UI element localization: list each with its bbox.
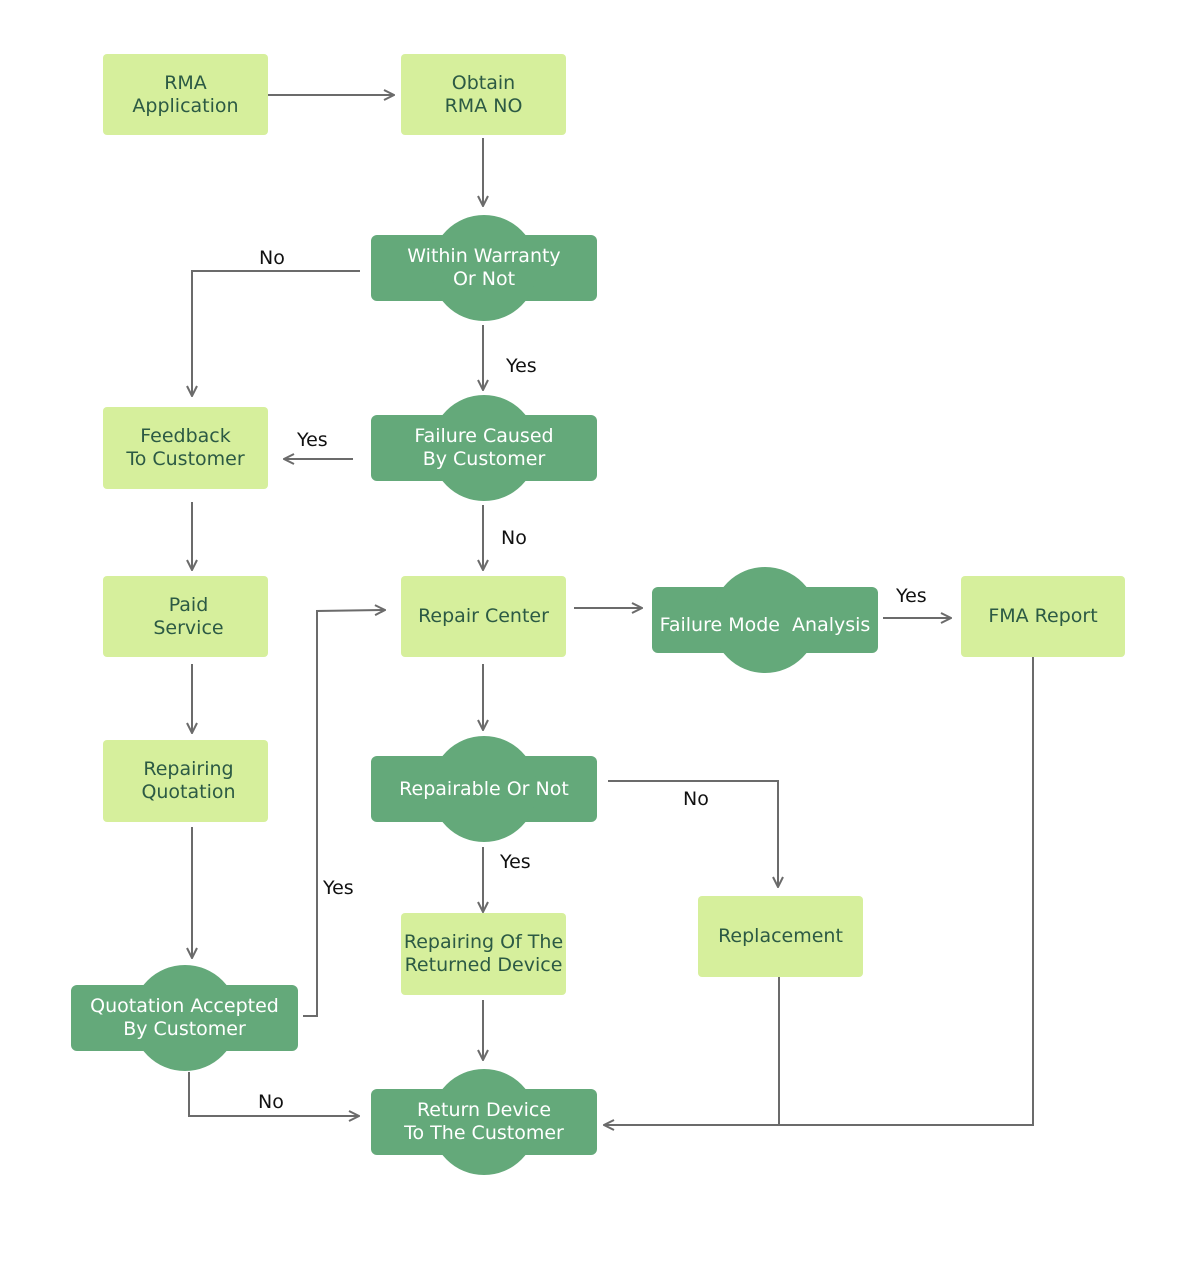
decision-repairable-shape: [371, 736, 597, 842]
label-fma-yes: Yes: [896, 585, 927, 607]
node-repair-center[interactable]: Repair Center: [401, 576, 566, 657]
node-paid-service[interactable]: Paid Service: [103, 576, 268, 657]
label-caused-yes: Yes: [297, 429, 328, 451]
label-repairable-no: No: [683, 788, 709, 810]
node-repairing-returned-device[interactable]: Repairing Of The Returned Device: [401, 913, 566, 995]
decision-failure-caused-shape: [371, 395, 597, 501]
label-quotation-yes: Yes: [323, 877, 354, 899]
edge-accepted-no: [188, 1072, 359, 1116]
edge-fma-report-to-return: [604, 657, 1034, 1125]
label-repairable-yes: Yes: [500, 851, 531, 873]
node-fma-report[interactable]: FMA Report: [961, 576, 1125, 657]
label-quotation-no: No: [258, 1091, 284, 1113]
node-feedback-to-customer[interactable]: Feedback To Customer: [103, 407, 268, 489]
label-warranty-yes: Yes: [506, 355, 537, 377]
label-caused-no: No: [501, 527, 527, 549]
node-repairing-quotation[interactable]: Repairing Quotation: [103, 740, 268, 822]
edge-warranty-no: [192, 270, 360, 396]
decision-quotation-accepted-shape: [71, 965, 298, 1071]
decision-failure-mode-analysis-shape: [652, 567, 878, 673]
node-replacement[interactable]: Replacement: [698, 896, 863, 977]
node-rma-application[interactable]: RMA Application: [103, 54, 268, 135]
node-obtain-rma-no[interactable]: Obtain RMA NO: [401, 54, 566, 135]
decision-return-device-shape: [371, 1069, 597, 1175]
label-warranty-no: No: [259, 247, 285, 269]
edge-repairable-no: [608, 780, 778, 887]
decision-within-warranty-shape: [371, 215, 597, 321]
edge-accepted-yes: [303, 610, 385, 1017]
